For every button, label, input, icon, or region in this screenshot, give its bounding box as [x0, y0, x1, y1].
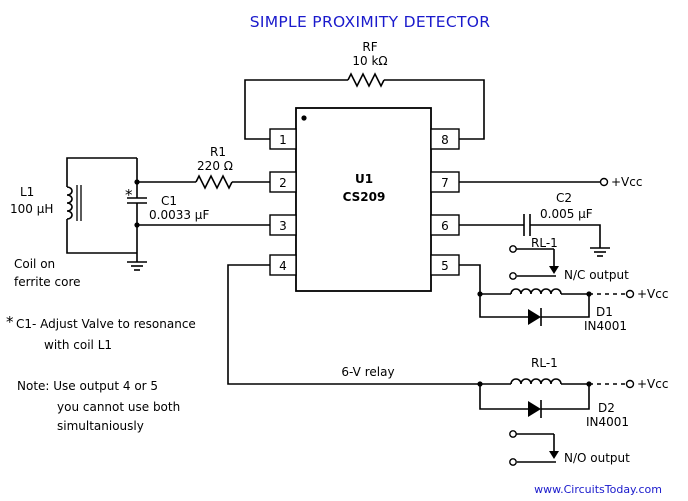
- rf-resistor-icon: [347, 72, 385, 88]
- rf-value: 10 kΩ: [352, 54, 387, 68]
- c1-note-line1: C1- Adjust Valve to resonance: [16, 317, 196, 331]
- c1-value: 0.0033 µF: [149, 208, 209, 222]
- vcc-terminal-1: [625, 289, 635, 299]
- vcc-label-relay1: +Vcc: [637, 287, 668, 301]
- ic-u1-body: [295, 107, 432, 292]
- site-credit: www.CircuitsToday.com: [534, 483, 662, 496]
- d1-part: IN4001: [584, 319, 627, 333]
- nc-contact-arrow: [549, 266, 559, 274]
- vcc-label-pin7: +Vcc: [611, 175, 642, 189]
- pin-label-3: 3: [279, 219, 287, 233]
- r1-value: 220 Ω: [197, 159, 233, 173]
- r1-resistor-icon: [195, 174, 233, 190]
- l1-wire-top: [66, 157, 137, 187]
- d1-diode-icon: [528, 309, 541, 325]
- pin-label-7: 7: [441, 176, 449, 190]
- rf-wire-left: [244, 79, 348, 140]
- no-contact-bottom-terminal: [509, 458, 517, 466]
- ic-ref: U1: [355, 172, 373, 186]
- pin-label-6: 6: [441, 219, 449, 233]
- d2-ref: D2: [598, 401, 615, 415]
- l1-ref: L1: [20, 185, 34, 199]
- terminal-circle-icon: [599, 177, 609, 187]
- d1-wire-left: [479, 294, 528, 318]
- no-contact-arrow: [549, 451, 559, 459]
- pin-label-5: 5: [441, 259, 449, 273]
- rl1-coil-bottom-inductor-icon: [510, 378, 562, 385]
- switch-contact-icon: [509, 272, 517, 280]
- note-line1: Note: Use output 4 or 5: [17, 379, 158, 393]
- l1-value: 100 µH: [10, 202, 53, 216]
- vcc-terminal-2: [625, 379, 635, 389]
- c1-asterisk: *: [125, 186, 133, 204]
- nc-contact-top-terminal: [509, 245, 517, 253]
- coil-caption-line2: ferrite core: [14, 275, 81, 289]
- no-output-label: N/O output: [564, 451, 630, 465]
- pin5-wire: [459, 264, 481, 294]
- note-line2: you cannot use both: [57, 400, 180, 414]
- rf-ref: RF: [362, 40, 377, 54]
- rl1-coil-top-inductor-icon: [510, 288, 562, 295]
- junction-c1-top-icon: [134, 179, 140, 185]
- rf-wire-right: [384, 79, 485, 140]
- diagram-title: SIMPLE PROXIMITY DETECTOR: [250, 13, 491, 31]
- c1-note-line2: with coil L1: [44, 338, 112, 352]
- c1-note-asterisk: *: [6, 313, 14, 331]
- relay-label: 6-V relay: [341, 365, 394, 379]
- pin-label-4: 4: [279, 259, 287, 273]
- d2-wire-right: [541, 384, 590, 410]
- d1-wire-right: [541, 294, 590, 318]
- c2-value: 0.005 µF: [540, 207, 593, 221]
- c2-wire-ground: [530, 224, 601, 248]
- rl1-contact-label: RL-1: [531, 236, 558, 250]
- nc-output-label: N/C output: [564, 268, 629, 282]
- pin-label-8: 8: [441, 133, 449, 147]
- vcc-label-relay2: +Vcc: [637, 377, 668, 391]
- note-line3: simultaniously: [57, 419, 144, 433]
- coil-caption-line1: Coil on: [14, 257, 55, 271]
- l1-inductor-icon: [66, 186, 73, 220]
- d2-diode-icon: [528, 401, 541, 417]
- no-contact-top-terminal: [509, 430, 517, 438]
- rl1-coil-bottom-label: RL-1: [531, 356, 558, 370]
- c2-ref: C2: [556, 191, 572, 205]
- l1-wire-bottom: [66, 219, 137, 254]
- pin-label-2: 2: [279, 176, 287, 190]
- d1-ref: D1: [596, 305, 613, 319]
- pin4-wire: [227, 264, 511, 385]
- pin-label-1: 1: [279, 133, 287, 147]
- r1-ref: R1: [210, 145, 226, 159]
- d2-part: IN4001: [586, 415, 629, 429]
- pin1-dot-icon: [301, 115, 307, 121]
- c1-ref: C1: [161, 194, 177, 208]
- ic-part: CS209: [343, 190, 386, 204]
- d2-wire-left: [479, 384, 528, 410]
